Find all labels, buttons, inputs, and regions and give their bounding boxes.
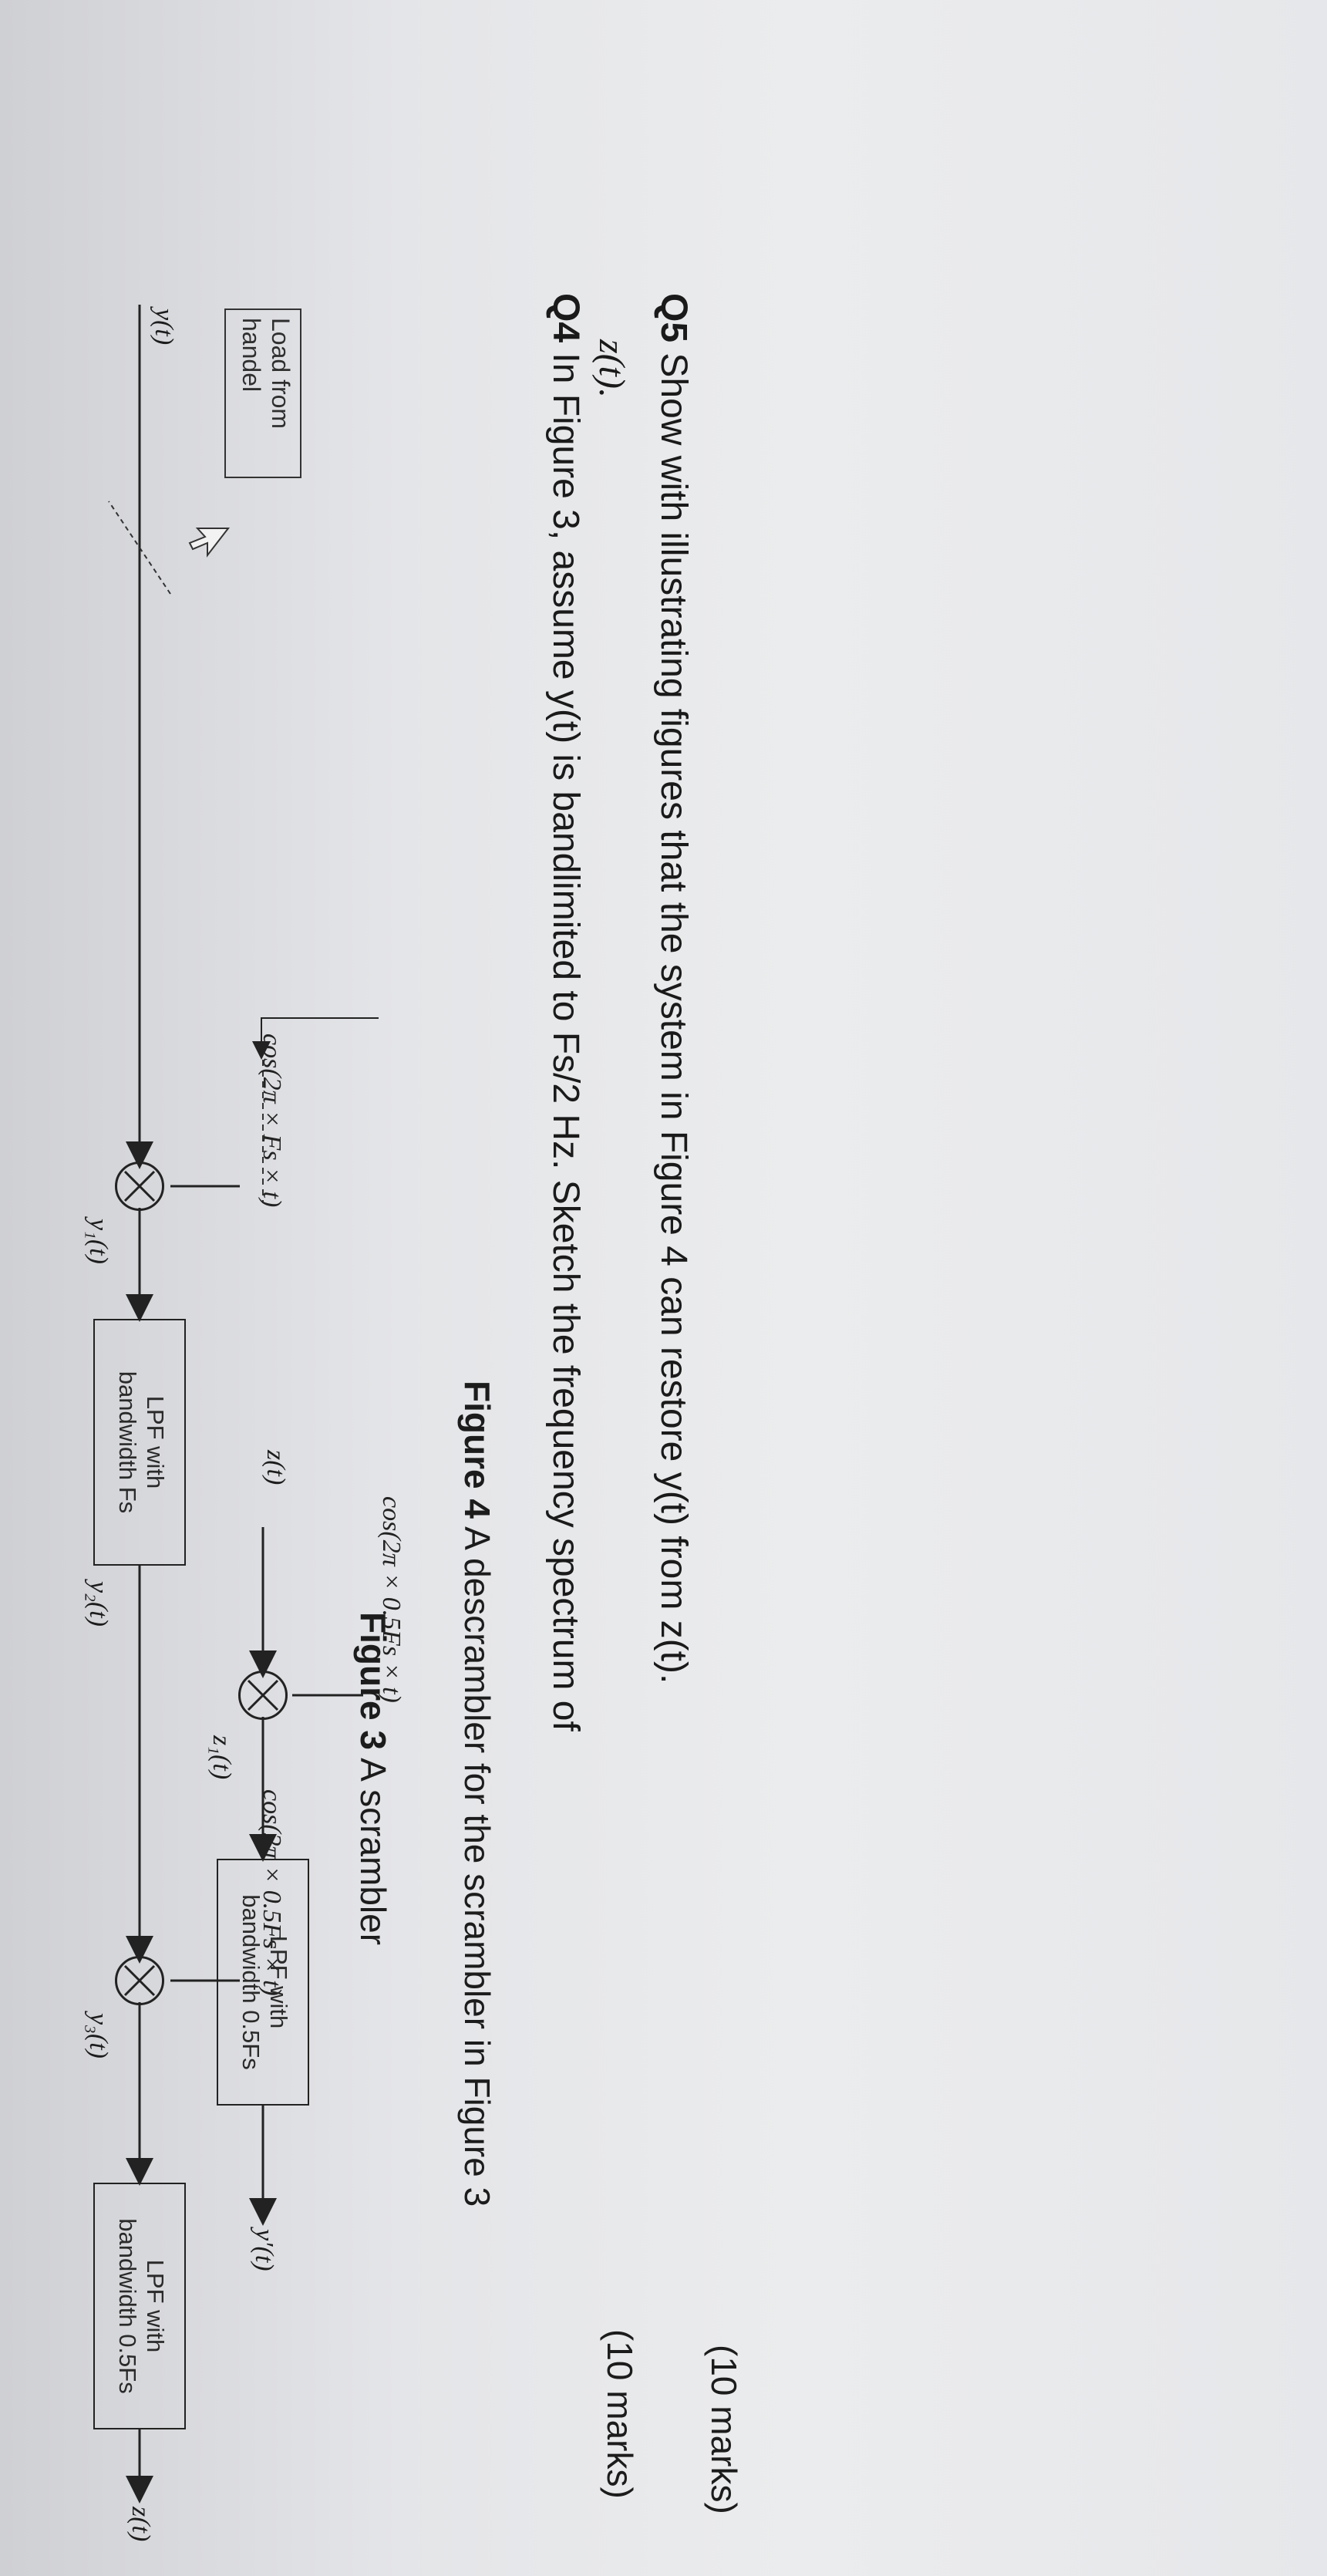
fig3-input-y: y(t) [150, 309, 178, 346]
lpf2-box: LPF with bandwidth 0.5Fs [93, 2183, 186, 2429]
lpf4-line1: LPF with [265, 1935, 292, 2029]
lpf2-line1: LPF with [142, 2259, 169, 2353]
mixer1-multiplier [115, 1162, 164, 1211]
load-label-line2: handel [237, 318, 265, 393]
fig3-output-z: z(t) [126, 2507, 155, 2542]
fig4-input-z: z(t) [261, 1450, 290, 1485]
fig4-z1-label: z₁(t) [207, 1735, 236, 1780]
figure4-caption-bold: Figure 4 [457, 1381, 497, 1519]
pointer-cursor-icon [186, 524, 232, 571]
fig4-output-yprime: y′(t) [250, 2229, 278, 2271]
figure3-caption-text: A scrambler [353, 1749, 393, 1946]
multiply-icon [123, 1170, 156, 1202]
cursor-shape [188, 528, 231, 558]
figure4-caption-text: A descrambler for the scrambler in Figur… [457, 1518, 497, 2207]
fig3-y2-label: y₂(t) [84, 1581, 113, 1627]
multiply-icon [123, 1964, 156, 1997]
q5-line: Q5 Show with illustrating figures that t… [652, 293, 695, 1684]
wire-load-to-y [252, 1017, 379, 1060]
lpf4-box: LPF with bandwidth 0.5Fs [217, 1859, 309, 2106]
q4-label: Q4 [545, 293, 586, 343]
fig3-y1-label: y₁(t) [84, 1219, 113, 1265]
q5-text: Show with illustrating figures that the … [653, 342, 694, 1684]
q5-label: Q5 [653, 293, 694, 343]
q5-marks: (10 marks) [704, 2345, 744, 2514]
figure4-caption: Figure 4 A descrambler for the scrambler… [456, 1381, 498, 2207]
load-from-handel-box: Load from handel [224, 309, 301, 478]
load-label-line1: Load from [267, 318, 295, 430]
fig4-cos: cos(2π × 0.5Fs × t) [377, 1496, 406, 1703]
q4-line1: Q4 In Figure 3, assume y(t) is bandlimit… [544, 293, 587, 1731]
mixer2-multiplier [115, 1956, 164, 2005]
mixer4-multiplier [238, 1671, 288, 1720]
q4-text-line1: In Figure 3, assume y(t) is bandlimited … [545, 342, 586, 1731]
lpf1-box: LPF with bandwidth Fs [93, 1319, 186, 1566]
lpf1-line1: LPF with [142, 1395, 169, 1489]
lpf2-line2: bandwidth 0.5Fs [114, 2218, 141, 2394]
q4-marks: (10 marks) [600, 2329, 640, 2499]
lpf4-line2: bandwidth 0.5Fs [237, 1894, 264, 2070]
multiply-icon [247, 1679, 279, 1711]
wire-load-cos [108, 501, 171, 595]
lpf1-line2: bandwidth Fs [114, 1371, 141, 1514]
q4-line2: z(t). [591, 339, 632, 398]
fig3-cos1: cos(2π × Fs × t) [258, 1033, 286, 1208]
fig3-y3-label: y₃(t) [84, 2013, 113, 2059]
